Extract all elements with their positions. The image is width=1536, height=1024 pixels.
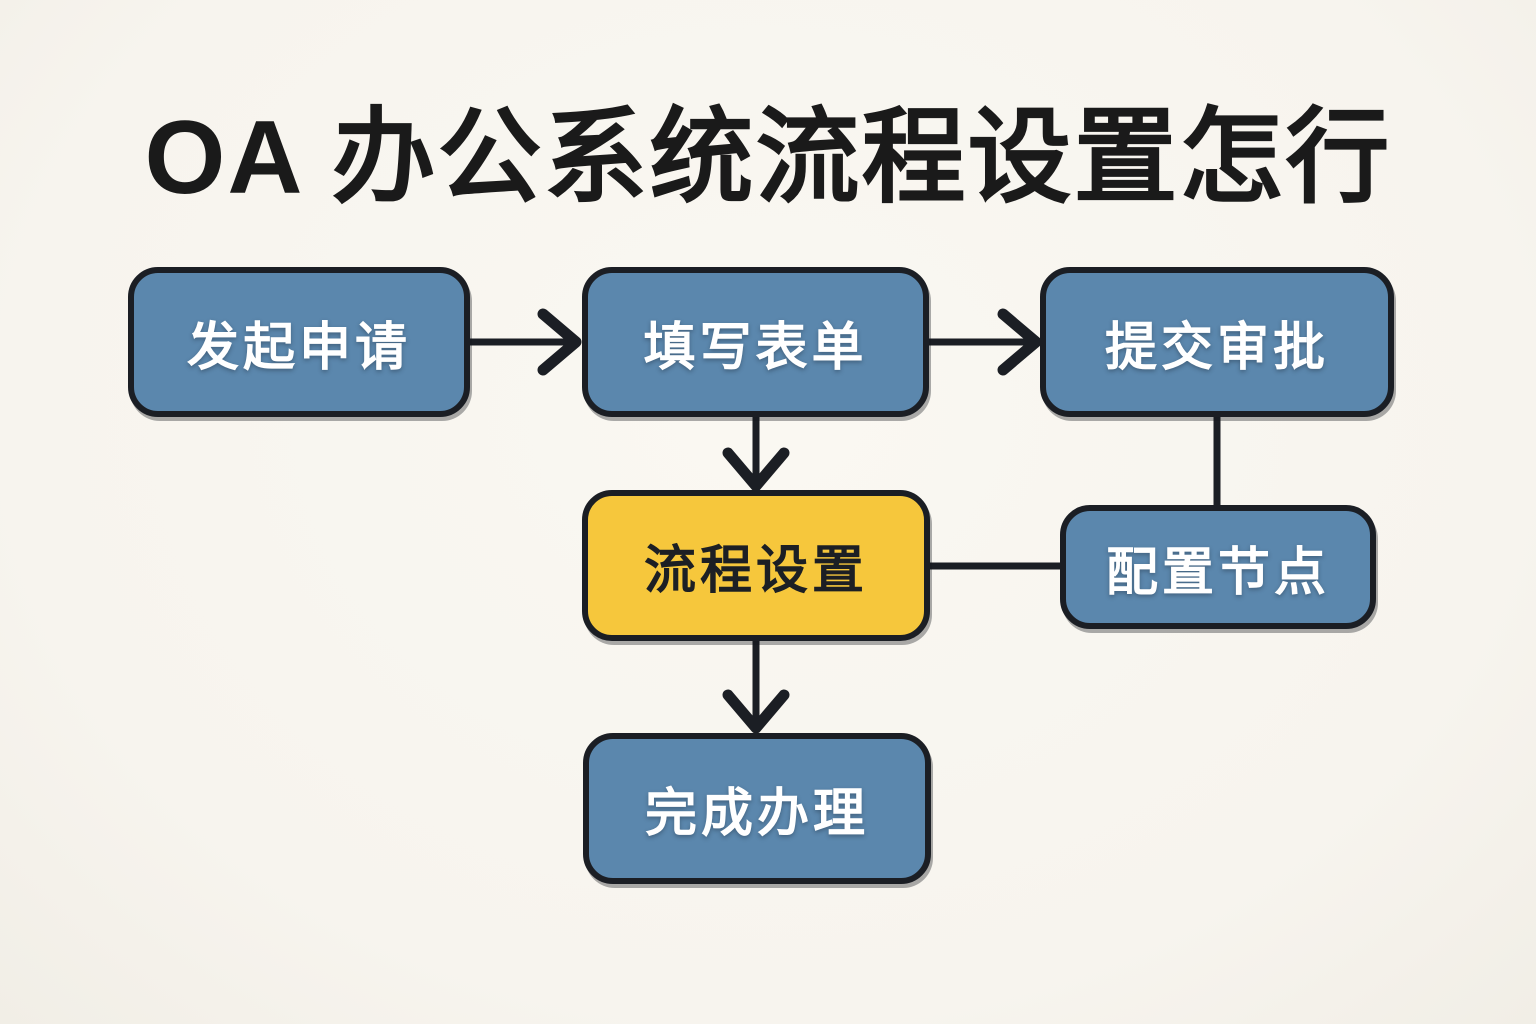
connector-setup-to-complete <box>722 640 790 734</box>
flow-node-process-setup: 流程设置 <box>582 490 930 641</box>
flow-node-label: 配置节点 <box>1105 543 1330 602</box>
flow-node-configure-nodes: 配置节点 <box>1060 505 1376 629</box>
flow-node-label: 完成办理 <box>644 785 869 843</box>
connector-initiate-to-fillform <box>468 308 582 376</box>
connector-fillform-to-submit <box>929 308 1042 376</box>
flow-node-complete-handling: 完成办理 <box>583 733 931 884</box>
flow-node-label: 流程设置 <box>643 542 868 600</box>
flow-node-initiate-request: 发起申请 <box>128 267 470 417</box>
page-title: OA 办公系统流程设置怎行 <box>144 100 1392 216</box>
flow-node-label: 发起申请 <box>186 318 411 377</box>
flow-node-submit-approval: 提交审批 <box>1040 267 1394 417</box>
flow-node-label: 填写表单 <box>643 318 868 377</box>
flow-node-label: 提交审批 <box>1104 318 1329 377</box>
connector-fillform-to-setup <box>722 416 790 492</box>
flow-node-fill-form: 填写表单 <box>582 267 929 417</box>
